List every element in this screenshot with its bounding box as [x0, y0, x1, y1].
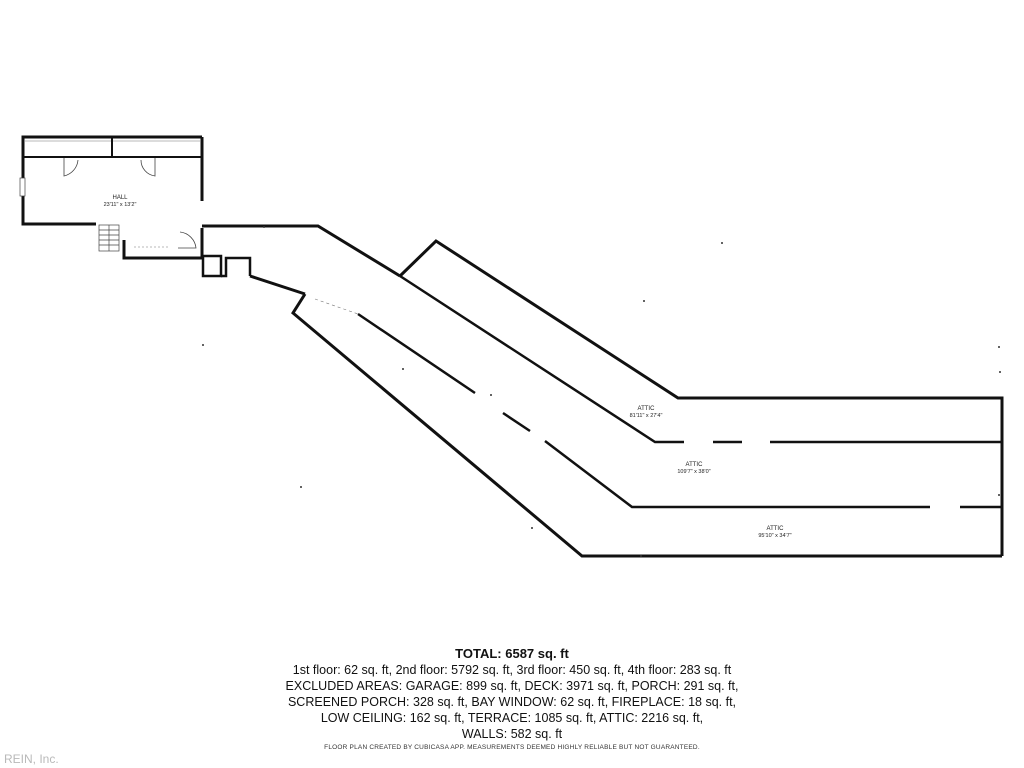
attic-opening [314, 298, 359, 315]
attic-divider-2 [357, 312, 1002, 509]
attic-dimensions-2: 109'7" x 38'0" [677, 469, 710, 475]
plan-dots [202, 226, 1001, 557]
floor-plan: HALL 23'11" x 13'2" ATTIC 81'11" x 27'4"… [19, 135, 1004, 558]
attic-label-1: ATTIC [638, 406, 656, 412]
attic-dimensions-1: 81'11" x 27'4" [630, 413, 663, 419]
attic-label-2: ATTIC [686, 462, 704, 468]
window-marker [19, 177, 26, 197]
brand-watermark: REIN, Inc. [4, 752, 59, 766]
floor-areas-line: 1st floor: 62 sq. ft, 2nd floor: 5792 sq… [292, 663, 732, 677]
attic-dimensions-3: 95'10" x 34'7" [758, 533, 791, 539]
excluded-areas-line: SCREENED PORCH: 328 sq. ft, BAY WINDOW: … [287, 695, 737, 709]
stairs-icon [98, 224, 120, 252]
attic-lower-wall [249, 274, 306, 296]
closet-box [201, 254, 223, 278]
door-swing-icon [178, 231, 197, 249]
excluded-areas-line: LOW CEILING: 162 sq. ft, TERRACE: 1085 s… [320, 711, 704, 725]
attic-bottom-wall [291, 293, 1002, 558]
attic-label-3: ATTIC [767, 526, 785, 532]
closet-wall [221, 256, 252, 278]
attic-structure [202, 224, 1004, 558]
attic-divider-1 [399, 274, 1002, 444]
total-area: TOTAL: 6587 sq. ft [455, 646, 569, 661]
disclaimer: FLOOR PLAN CREATED BY CUBICASA APP. MEAS… [324, 744, 700, 751]
door-swing-icon [63, 158, 79, 177]
excluded-areas-line: EXCLUDED AREAS: GARAGE: 899 sq. ft, DECK… [285, 679, 739, 693]
hall-bottom-wall [122, 228, 204, 260]
door-swing-icon [140, 158, 156, 177]
attic-upper-wall [398, 239, 1004, 556]
walls-area-line: WALLS: 582 sq. ft [461, 727, 563, 741]
area-summary: TOTAL: 6587 sq. ft 1st floor: 62 sq. ft,… [0, 646, 1024, 742]
attic-top-wall [202, 224, 401, 278]
hall-room [19, 135, 252, 278]
hall-label: HALL [112, 195, 128, 201]
hall-dimensions: 23'11" x 13'2" [104, 202, 137, 208]
